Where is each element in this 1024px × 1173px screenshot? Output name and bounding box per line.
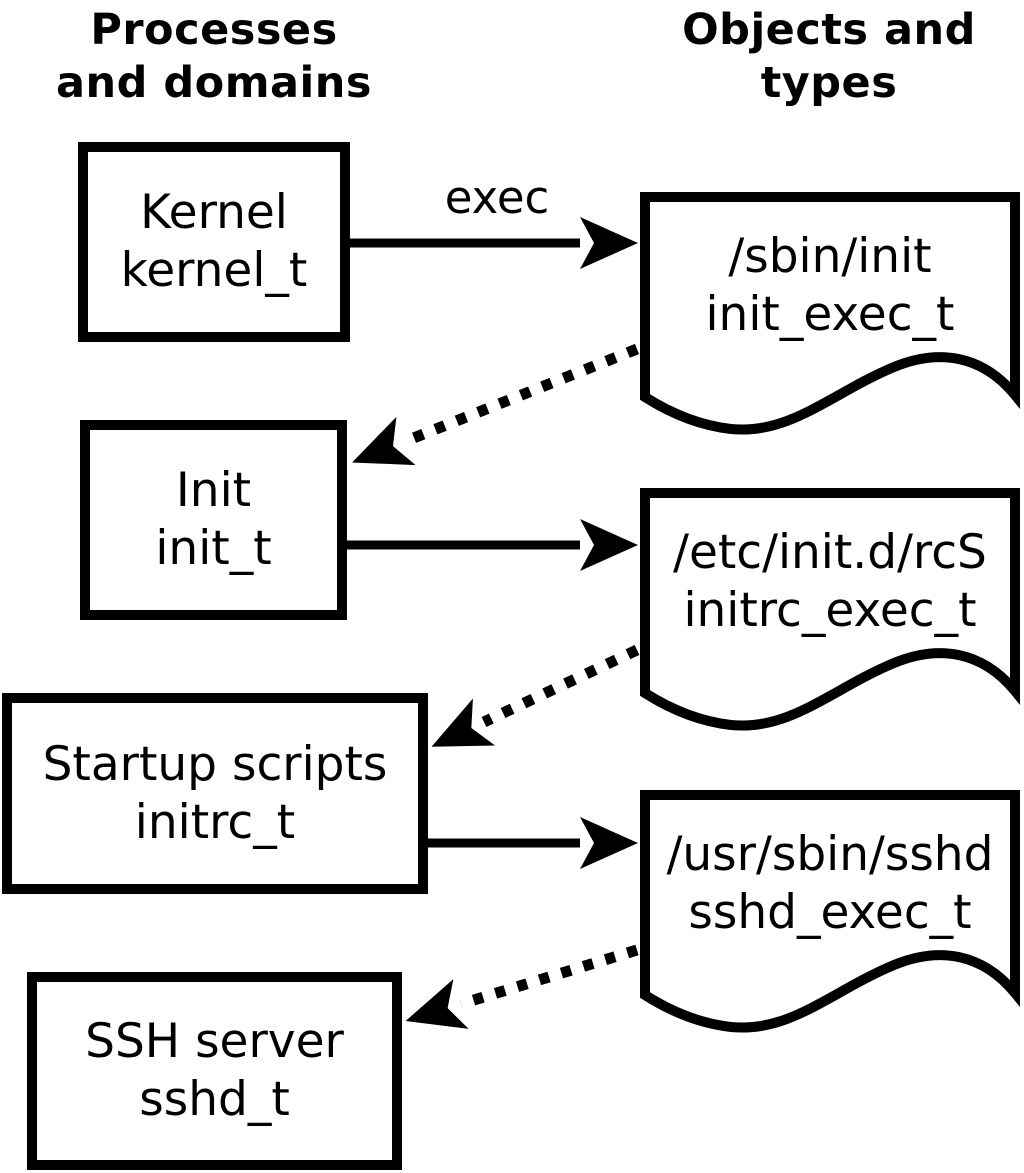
object-doc-init-exec-shape xyxy=(640,192,1020,435)
process-type: sshd_t xyxy=(139,1072,290,1127)
column-header-processes-line2: and domains xyxy=(56,58,372,108)
object-doc-init-exec-label: /sbin/init init_exec_t xyxy=(640,192,1020,404)
column-header-processes: Processes and domains xyxy=(28,4,400,110)
process-box-init: Init init_t xyxy=(80,420,347,620)
document-outline-icon xyxy=(640,488,1020,731)
process-name: SSH server xyxy=(85,1014,344,1069)
object-doc-sshd-exec-shape xyxy=(640,790,1020,1033)
edge-label-exec: exec xyxy=(444,171,550,224)
process-box-ssh-server: SSH server sshd_t xyxy=(27,972,402,1170)
process-type: kernel_t xyxy=(120,243,308,298)
column-header-objects-line1: Objects and xyxy=(682,5,976,55)
object-path: /etc/init.d/rcS xyxy=(673,525,987,580)
process-box-startup-scripts: Startup scripts initrc_t xyxy=(2,693,428,894)
object-path: /usr/sbin/sshd xyxy=(666,827,994,882)
column-header-processes-line1: Processes xyxy=(90,5,338,55)
document-outline-icon xyxy=(640,192,1020,435)
transition-arrow-init-exec-to-init xyxy=(352,343,640,466)
transition-arrow-sshd-exec-to-sshd xyxy=(405,944,639,1029)
process-name: Kernel xyxy=(140,185,288,240)
process-name: Init xyxy=(175,463,252,518)
object-doc-initrc-exec-label: /etc/init.d/rcS initrc_exec_t xyxy=(640,488,1020,700)
process-name: Startup scripts xyxy=(42,736,388,792)
transition-arrow-initrc-exec-to-initrc xyxy=(431,645,640,747)
process-type: initrc_t xyxy=(134,794,296,850)
process-type: init_t xyxy=(155,521,272,576)
column-header-objects-line2: types xyxy=(760,58,898,108)
object-type: init_exec_t xyxy=(705,287,955,342)
object-doc-initrc-exec-shape xyxy=(640,488,1020,731)
object-doc-sshd-exec-label: /usr/sbin/sshd sshd_exec_t xyxy=(640,790,1020,1002)
column-header-objects: Objects and types xyxy=(638,4,1020,110)
object-type: initrc_exec_t xyxy=(683,583,977,638)
process-box-kernel: Kernel kernel_t xyxy=(78,142,350,342)
object-type: sshd_exec_t xyxy=(688,885,972,940)
object-path: /sbin/init xyxy=(728,229,932,284)
document-outline-icon xyxy=(640,790,1020,1033)
